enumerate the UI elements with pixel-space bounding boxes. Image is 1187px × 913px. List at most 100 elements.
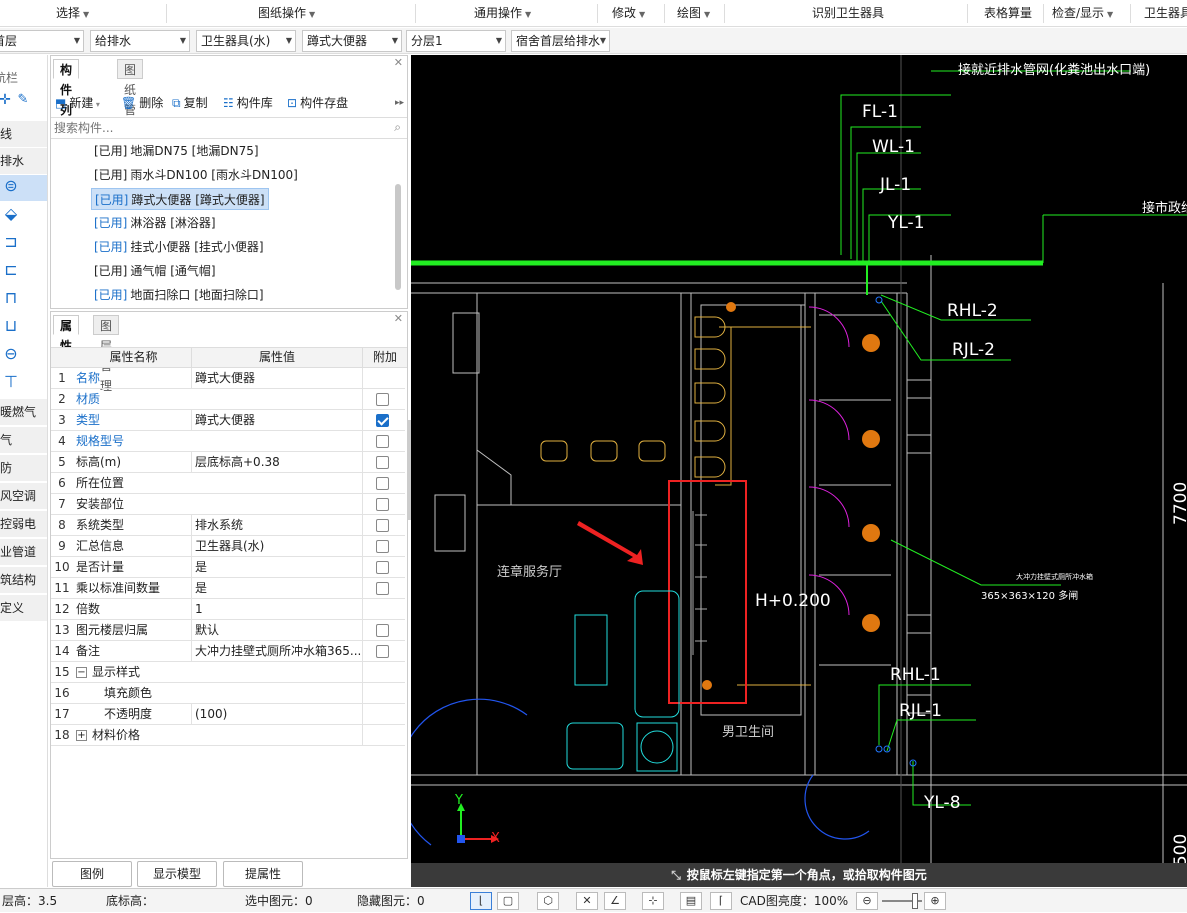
property-row[interactable]: 15−显示样式 <box>51 662 405 683</box>
menu-drawing-ops[interactable]: 图纸操作▼ <box>258 6 316 20</box>
property-value[interactable]: 默认 <box>191 620 361 641</box>
scrollbar-thumb[interactable] <box>395 184 401 290</box>
extra-checkbox[interactable] <box>376 393 389 406</box>
menu-modify[interactable]: 修改▼ <box>612 6 646 20</box>
property-value[interactable]: 层底标高+0.38 <box>191 452 361 473</box>
discipline-select[interactable]: 给排水▼ <box>90 30 190 52</box>
search-input[interactable] <box>51 118 381 138</box>
extra-checkbox[interactable] <box>376 414 389 427</box>
property-value[interactable]: 蹲式大便器 <box>191 410 361 431</box>
component-list-item[interactable]: [已用]蹲式大便器 [蹲式大便器] <box>91 188 269 210</box>
search-icon[interactable]: ⌕ <box>394 120 401 134</box>
component-list-item[interactable]: [已用]挂式小便器 [挂式小便器] <box>91 236 267 258</box>
menu-draw[interactable]: 绘图▼ <box>677 6 711 20</box>
show-model-button[interactable]: 显示模型 <box>137 861 217 887</box>
property-value[interactable]: (100) <box>191 704 361 725</box>
nav-item-equipment[interactable]: ⬙ <box>0 203 47 229</box>
component-list-item[interactable]: [已用]地漏DN75 [地漏DN75] <box>91 140 262 162</box>
extra-checkbox[interactable] <box>376 498 389 511</box>
component-list-item[interactable]: [已用]通气帽 [通气帽] <box>91 260 219 282</box>
component-list-item[interactable]: [已用]雨水斗DN100 [雨水斗DN100] <box>91 164 301 186</box>
extra-checkbox[interactable] <box>376 456 389 469</box>
extra-checkbox[interactable] <box>376 645 389 658</box>
component-library-button[interactable]: ☷构件库 <box>223 96 273 110</box>
copy-button[interactable]: ⧉复制 <box>172 96 208 110</box>
extra-checkbox[interactable] <box>376 540 389 553</box>
nav-item-custom[interactable]: 定义 <box>0 595 47 621</box>
new-button[interactable]: ⬒新建 ▾ <box>55 96 100 110</box>
tab-properties[interactable]: 属性 <box>53 315 80 353</box>
extra-checkbox[interactable] <box>376 582 389 595</box>
type-select[interactable]: 卫生器具(水)▼ <box>196 30 296 52</box>
nav-item-electric[interactable]: 气 <box>0 427 47 453</box>
zoom-out-icon[interactable]: ⊖ <box>856 892 878 910</box>
property-value[interactable]: 排水系统 <box>191 515 361 536</box>
component-select[interactable]: 蹲式大便器▼ <box>302 30 402 52</box>
extract-properties-button[interactable]: 提属性 <box>223 861 303 887</box>
extra-checkbox[interactable] <box>376 477 389 490</box>
property-value[interactable]: 大冲力挂壁式厕所冲水箱365... <box>191 641 361 662</box>
nav-item-ventilation[interactable]: 风空调 <box>0 483 47 509</box>
snap-icon[interactable]: ⊹ <box>642 892 664 910</box>
splitter[interactable] <box>408 420 411 520</box>
drawing-select[interactable]: 宿舍首层给排水▼ <box>511 30 610 52</box>
nav-item-fire[interactable]: 防 <box>0 455 47 481</box>
property-value[interactable]: 蹲式大便器 <box>191 368 361 389</box>
nav-item-fitting[interactable]: ⊏ <box>0 259 47 285</box>
nav-item-low-voltage[interactable]: 控弱电 <box>0 511 47 537</box>
nav-item-structure[interactable]: 筑结构 <box>0 567 47 593</box>
menu-table-calc[interactable]: 表格算量 <box>984 6 1033 20</box>
property-value[interactable]: 是 <box>191 578 361 599</box>
nav-item-hvac-gas[interactable]: 暖燃气 <box>0 399 47 425</box>
close-icon[interactable]: ✕ <box>393 56 403 69</box>
delete-button[interactable]: 🗑删除 <box>121 96 164 110</box>
menu-identify-fixtures[interactable]: 识别卫生器具 <box>812 6 885 20</box>
nav-item-drainage[interactable]: 排水 <box>0 148 47 174</box>
select-box-icon[interactable]: ▢ <box>497 892 519 910</box>
layer-icon[interactable]: ▤ <box>680 892 702 910</box>
close-icon[interactable]: ✕ <box>393 312 403 325</box>
nav-item-sleeve[interactable]: ⊖ <box>0 343 47 369</box>
menu-general-ops[interactable]: 通用操作▼ <box>474 6 532 20</box>
nav-item-valve[interactable]: ⊓ <box>0 287 47 313</box>
component-save-button[interactable]: ⊡构件存盘 <box>287 96 349 110</box>
cad-canvas[interactable]: 接就近排水管网(化粪池出水口端) FL-1 WL-1 JL-1 YL-1 接市政… <box>411 55 1187 887</box>
3d-view-icon[interactable]: ⬡ <box>537 892 559 910</box>
tab-drawing-management[interactable]: 图纸管理 <box>117 59 144 137</box>
cad-icon[interactable]: ⌈ <box>710 892 732 910</box>
property-value[interactable]: 1 <box>191 599 361 620</box>
ortho-icon[interactable]: ⌊ <box>470 892 492 910</box>
extra-checkbox[interactable] <box>376 435 389 448</box>
search-field[interactable]: ⌕ <box>51 117 407 139</box>
menu-check-display[interactable]: 检查/显示▼ <box>1052 6 1114 20</box>
nav-item-industrial-pipe[interactable]: 业管道 <box>0 539 47 565</box>
menu-select[interactable]: 选择▼ <box>56 6 90 20</box>
nav-item-fixture[interactable]: ⊜ <box>0 175 47 201</box>
extra-checkbox[interactable] <box>376 519 389 532</box>
legend-button[interactable]: 图例 <box>52 861 132 887</box>
property-row[interactable]: 18+材料价格 <box>51 725 405 746</box>
zoom-in-icon[interactable]: ⊕ <box>924 892 946 910</box>
collapse-icon[interactable]: − <box>76 667 87 678</box>
tab-layer-management[interactable]: 图层管理 <box>93 315 120 393</box>
nav-item-support[interactable]: ⊤ <box>0 371 47 397</box>
property-value[interactable]: 是 <box>191 557 361 578</box>
edit-icon[interactable]: ✎ <box>17 92 29 107</box>
nav-item-pipe-accessory[interactable]: ⊔ <box>0 315 47 341</box>
property-value[interactable]: 卫生器具(水) <box>191 536 361 557</box>
